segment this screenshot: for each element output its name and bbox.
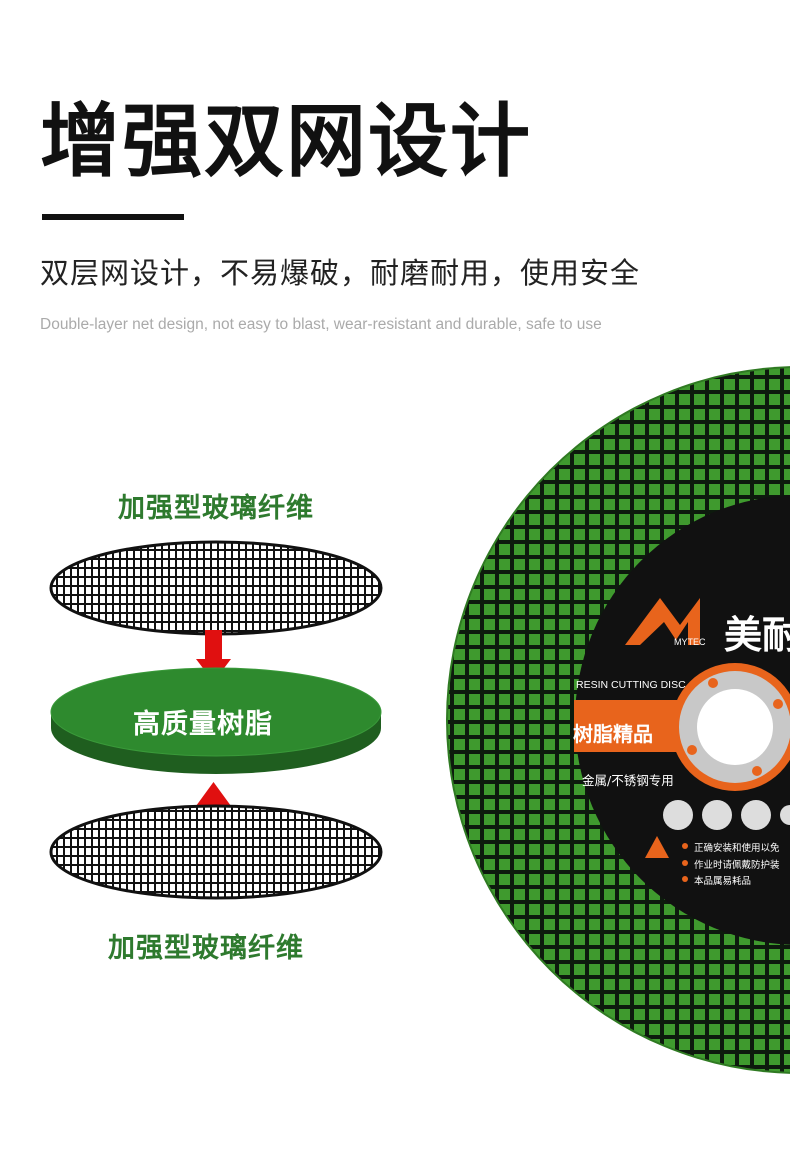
disc-brand-cn: 美耐: [724, 613, 790, 657]
disc-product-type: RESIN CUTTING DISC: [576, 679, 686, 691]
fiberglass-mesh-top: [49, 540, 383, 636]
title-underline: [42, 214, 184, 220]
disc-warning-2: 作业时请佩戴防护装: [694, 860, 780, 871]
resin-layer-disc: [50, 667, 382, 774]
disc-warning-3: 本品属易耗品: [694, 876, 752, 887]
cutting-disc-product: [446, 366, 790, 1074]
disc-warning-1: 正确安装和使用以免: [694, 843, 780, 854]
warning-icon: [645, 836, 669, 858]
resin-label: 高质量树脂: [133, 709, 273, 740]
brand-logo-icon: [625, 598, 700, 645]
fiberglass-label-bottom: 加强型玻璃纤维: [108, 933, 304, 964]
page-subtitle: 双层网设计，不易爆破，耐磨耐用，使用安全: [40, 256, 641, 290]
fiberglass-label-top: 加强型玻璃纤维: [118, 493, 314, 524]
safety-icons: [663, 800, 790, 830]
disc-usage: 金属/不锈钢专用: [582, 773, 674, 788]
disc-badge: 树脂精品: [573, 722, 653, 746]
disc-brand-en: MYTEC: [674, 637, 706, 647]
page-subtitle-english: Double-layer net design, not easy to bla…: [40, 316, 602, 333]
fiberglass-mesh-bottom: [49, 804, 383, 900]
page-title: 增强双网设计: [40, 95, 532, 188]
